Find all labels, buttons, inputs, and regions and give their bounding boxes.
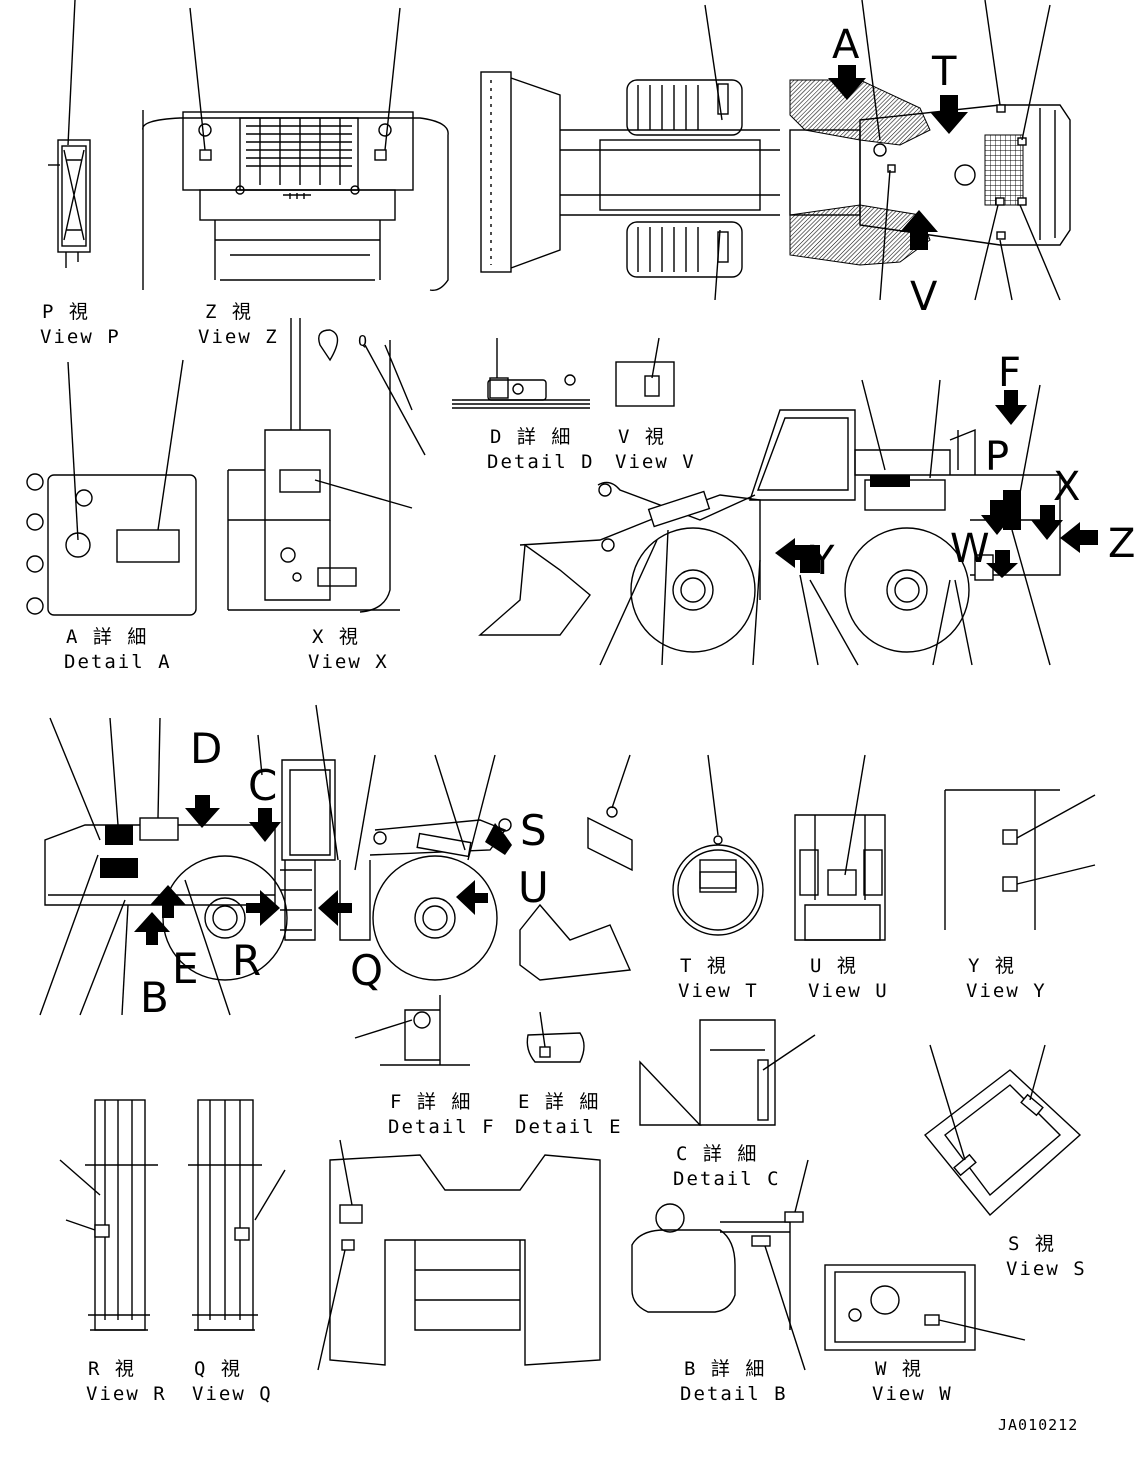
view-t-jp: T 視 [680,955,728,977]
detail-a-en: Detail A [64,651,172,673]
view-y-drawing [944,789,1096,930]
view-v-drawing [615,337,675,407]
view-s-jp: S 視 [1008,1233,1056,1255]
detail-e-en: Detail E [515,1116,623,1138]
view-u-jp: U 視 [810,955,858,977]
view-w-jp: W 視 [875,1358,923,1380]
detail-e-jp: E 詳 細 [518,1091,600,1113]
detail-f-drawing [354,995,470,1066]
view-q-drawing [188,1099,286,1331]
frame-drawing [317,1139,601,1371]
callout-u: U [518,863,549,912]
callout-t: T [931,49,957,95]
view-x-en: View X [308,651,389,673]
view-q-en: View Q [192,1383,273,1405]
view-p-en: View P [40,326,121,348]
x-view-q-mark: Q [358,332,367,350]
callout-z: Z [1108,521,1135,567]
top-plan-view [480,0,1071,301]
detail-a-jp: A 詳 細 [66,626,148,648]
view-z-en: View Z [198,326,279,348]
view-w-drawing [824,1264,1026,1351]
rear-side-view [39,704,632,1016]
view-t-drawing [672,754,764,936]
view-r-en: View R [86,1383,167,1405]
detail-b-jp: B 詳 細 [684,1358,766,1380]
callout-p: P [985,434,1009,480]
view-y-jp: Y 視 [968,955,1016,977]
view-q-jp: Q 視 [194,1358,242,1380]
view-y-en: View Y [966,980,1047,1002]
detail-c-en: Detail C [673,1168,781,1190]
callout-f: F [998,350,1021,396]
callout-e: E [172,944,199,993]
detail-c-drawing [639,1019,816,1126]
detail-d-drawing [452,338,590,409]
view-s-en: View S [1006,1258,1087,1280]
view-p-drawing [48,0,91,268]
callout-a: A [832,22,860,68]
callout-w: W [950,526,990,572]
detail-b-en: Detail B [680,1383,788,1405]
view-s-drawing [924,1044,1082,1217]
callout-b: B [140,973,169,1022]
detail-e-drawing [526,1011,585,1063]
callout-x: X [1053,464,1080,510]
view-x-drawing: Q [227,318,426,613]
detail-c-jp: C 詳 細 [676,1143,758,1165]
view-r-drawing [59,1099,158,1331]
callout-y: Y [809,538,835,584]
wedge-label [587,754,633,872]
detail-f-en: Detail F [388,1116,496,1138]
view-v-en: View V [615,451,696,473]
callout-c: C [248,761,277,810]
view-u-drawing [794,754,886,941]
view-r-jp: R 視 [88,1358,136,1380]
view-v-jp: V 視 [618,426,666,448]
drawing-id: JA010212 [998,1416,1078,1434]
view-w-en: View W [872,1383,953,1405]
detail-b-drawing [631,1159,809,1371]
detail-a-drawing [26,359,197,616]
callout-r: R [232,936,261,985]
view-t-en: View T [678,980,759,1002]
view-p-jp: P 視 [42,301,90,323]
callout-q: Q [350,946,383,995]
detail-d-jp: D 詳 細 [490,426,572,448]
view-z-drawing [142,7,449,291]
view-u-en: View U [808,980,889,1002]
callout-v: V [910,274,938,320]
callout-d: D [190,724,222,773]
callout-s: S [520,806,547,855]
side-view-loader [478,379,1098,666]
view-z-jp: Z 視 [205,301,253,323]
detail-d-en: Detail D [487,451,595,473]
view-x-jp: X 視 [312,626,360,648]
detail-f-jp: F 詳 細 [390,1091,472,1113]
